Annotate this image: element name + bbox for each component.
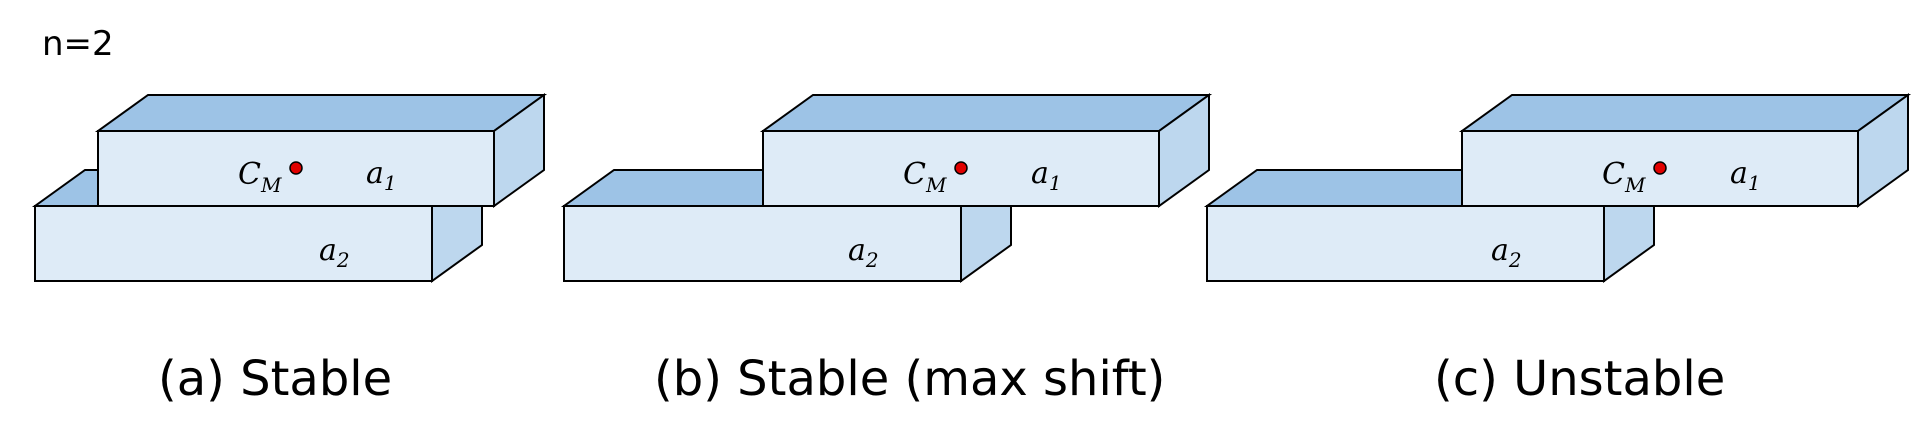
center-of-mass-label: CM bbox=[238, 157, 282, 197]
block-a1-label: a1 bbox=[1031, 156, 1062, 195]
block-a1-top-face bbox=[94, 94, 548, 132]
panel-b: CM a1 a2 (b) Stable (max shift) bbox=[560, 93, 1213, 407]
block-a1 bbox=[94, 93, 548, 208]
panel-a: CM a1 a2 (a) Stable bbox=[31, 93, 548, 407]
block-a1-top-face bbox=[1458, 94, 1912, 132]
block-a1-label: a1 bbox=[366, 156, 397, 195]
block-a2 bbox=[1203, 168, 1658, 283]
center-of-mass-label: CM bbox=[1602, 157, 1646, 197]
panel-c-caption: (c) Unstable bbox=[1434, 351, 1725, 407]
center-of-mass-dot bbox=[1653, 161, 1667, 175]
panel-c: CM a1 a2 (c) Unstable bbox=[1203, 93, 1912, 407]
block-a1-top-face bbox=[759, 94, 1213, 132]
panel-a-caption: (a) Stable bbox=[158, 351, 392, 407]
block-a1 bbox=[759, 93, 1213, 208]
n-label: n=2 bbox=[42, 24, 114, 64]
block-a2-front-face bbox=[563, 205, 962, 282]
block-a1 bbox=[1458, 93, 1912, 208]
block-a2-label: a2 bbox=[848, 233, 879, 272]
panel-b-caption: (b) Stable (max shift) bbox=[654, 351, 1165, 407]
block-a2-label: a2 bbox=[319, 233, 350, 272]
block-a2-front-face bbox=[1206, 205, 1605, 282]
center-of-mass-dot bbox=[954, 161, 968, 175]
center-of-mass-dot bbox=[289, 161, 303, 175]
center-of-mass-label: CM bbox=[903, 157, 947, 197]
block-a2-label: a2 bbox=[1491, 233, 1522, 272]
block-a1-label: a1 bbox=[1730, 156, 1761, 195]
block-a2-front-face bbox=[34, 205, 433, 282]
